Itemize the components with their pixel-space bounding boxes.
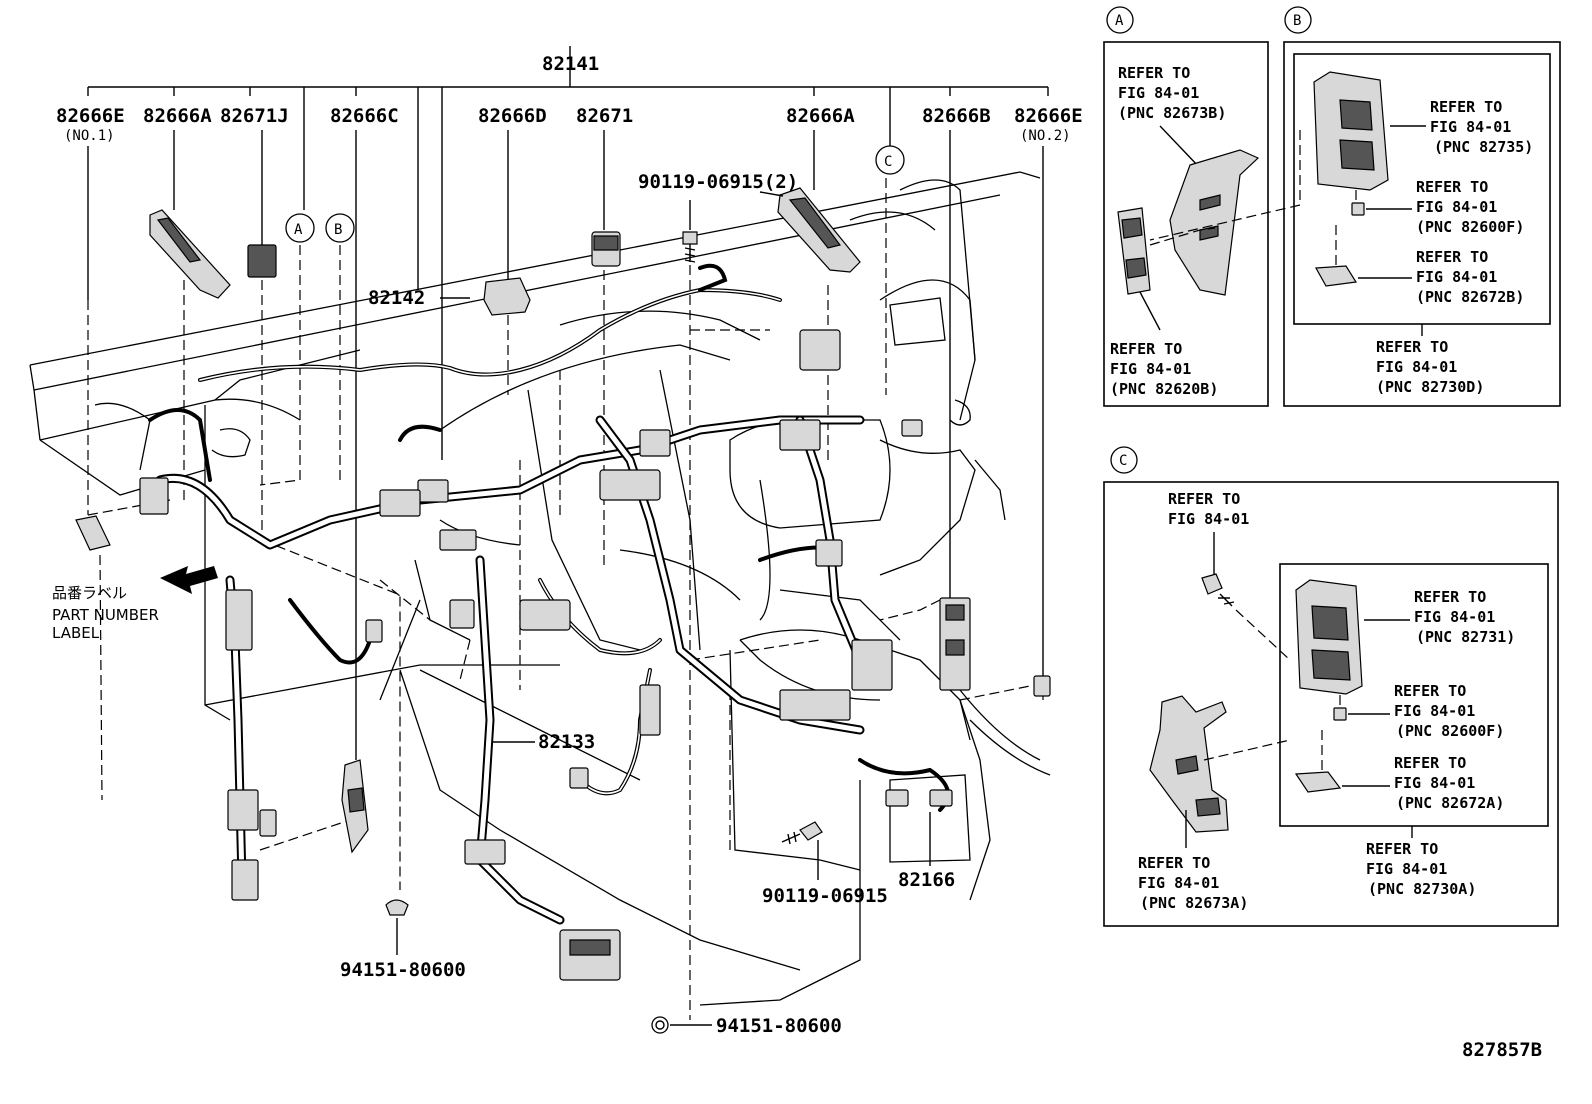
panel-c-ref4-l3: (PNC 82672A) [1396, 794, 1504, 812]
panel-b-cover [1315, 265, 1358, 287]
panel-c-ref2-l1: REFER TO [1414, 588, 1486, 606]
clip-bottom-icon [651, 1016, 669, 1034]
panel-c-ref6-l2: FIG 84-01 [1138, 874, 1219, 892]
label-82671J: 82671J [220, 105, 289, 127]
panel-c-ref4-l2: FIG 84-01 [1394, 774, 1475, 792]
label-82666A-right: 82666A [786, 105, 855, 127]
arrow-icon [160, 566, 218, 594]
label-82166: 82166 [898, 869, 955, 891]
label-82666B: 82666B [922, 105, 991, 127]
panel-c: C REFER TO FIG 84-01 REFER TO FIG 84-01 … [1103, 446, 1559, 927]
panel-b-ref1-l3: (PNC 82735) [1434, 138, 1533, 156]
panel-c-ref6-l1: REFER TO [1138, 854, 1210, 872]
bolt-bottom-icon [799, 821, 823, 841]
part-82666D [483, 277, 531, 316]
label-en-1: PART NUMBER [52, 606, 159, 624]
panel-c-ref2-l3: (PNC 82731) [1416, 628, 1515, 646]
top-labels: 82666E (NO.1) 82666A 82671J 82666C 82666… [56, 105, 1083, 144]
panel-a-tag-circle [1106, 6, 1134, 34]
label-82133: 82133 [538, 731, 595, 753]
panel-a-ref1-l2: FIG 84-01 [1118, 84, 1199, 102]
panel-a: A REFER TO FIG 84-01 (PNC 82673B) REFER … [1103, 6, 1269, 407]
label-82666C: 82666C [330, 105, 399, 127]
panel-b-ref3-l1: REFER TO [1416, 248, 1488, 266]
label-82666E-no1: 82666E [56, 105, 125, 127]
panel-b: B REFER TO FIG 84-01 (PNC 82735) REFER T… [1149, 6, 1561, 407]
panel-a-tag: A [1115, 13, 1124, 29]
part-82671J [247, 244, 277, 278]
part-82666E-no1 [75, 515, 111, 551]
panel-c-ref3-l3: (PNC 82600F) [1396, 722, 1504, 740]
panel-b-ref1-l1: REFER TO [1430, 98, 1502, 116]
panel-b-ref2-l3: (PNC 82600F) [1416, 218, 1524, 236]
panel-c-ref5-l2: FIG 84-01 [1366, 860, 1447, 878]
panel-c-ref6-l3: (PNC 82673A) [1140, 894, 1248, 912]
label-bolt-bottom: 90119-06915 [762, 885, 888, 907]
callout-b [325, 213, 355, 243]
panel-b-fuse [1351, 202, 1365, 216]
panel-b-ref4-l2: FIG 84-01 [1376, 358, 1457, 376]
panel-a-ref2-l1: REFER TO [1110, 340, 1182, 358]
panel-b-module [1313, 71, 1389, 191]
panel-c-tag-circle [1110, 446, 1138, 474]
panel-b-ref2-l1: REFER TO [1416, 178, 1488, 196]
callout-b-text: B [334, 222, 342, 238]
connector-parts [75, 187, 1051, 981]
panel-c-ref5-l3: (PNC 82730A) [1368, 880, 1476, 898]
clip-left-icon [385, 899, 409, 916]
callout-c [875, 145, 905, 175]
callout-a [285, 213, 315, 243]
label-82666A-left: 82666A [143, 105, 212, 127]
callout-c-text: C [884, 154, 892, 170]
label-82671: 82671 [576, 105, 633, 127]
panel-a-bracket [1169, 149, 1260, 296]
panel-a-ref2-l2: FIG 84-01 [1110, 360, 1191, 378]
panel-c-ref4-l1: REFER TO [1394, 754, 1466, 772]
panel-a-ref1-l3: (PNC 82673B) [1118, 104, 1226, 122]
panel-c-ref5-l1: REFER TO [1366, 840, 1438, 858]
callouts: A B C [285, 145, 905, 243]
panel-b-ref3-l3: (PNC 82672B) [1416, 288, 1524, 306]
panel-b-tag: B [1293, 13, 1301, 29]
mid-labels: 90119-06915(2) 82142 82133 90119-06915 8… [340, 171, 1542, 1061]
bracket-82141: 82141 [87, 46, 1049, 460]
label-82666E-no1-sub: (NO.1) [64, 128, 115, 144]
dashed-guides [87, 250, 1044, 1020]
panel-b-ref2-l2: FIG 84-01 [1416, 198, 1497, 216]
label-jp: 品番ラベル [52, 584, 127, 602]
panel-a-ref1-l1: REFER TO [1118, 64, 1190, 82]
leader-lines [87, 130, 1044, 760]
panel-c-ref1-l2: FIG 84-01 [1168, 510, 1249, 528]
panel-c-fuse [1333, 707, 1347, 721]
panel-b-ref4-l1: REFER TO [1376, 338, 1448, 356]
panel-a-ref2-l3: (PNC 82620B) [1110, 380, 1218, 398]
panel-b-tag-circle [1284, 6, 1312, 34]
part-number-label-annotation: 品番ラベル PART NUMBER LABEL [52, 566, 218, 642]
panel-b-ref1-l2: FIG 84-01 [1430, 118, 1511, 136]
label-clip-left: 94151-80600 [340, 959, 466, 981]
label-82142: 82142 [368, 287, 425, 309]
panel-c-ref1-l1: REFER TO [1168, 490, 1240, 508]
label-82666D: 82666D [478, 105, 547, 127]
panel-c-ref2-l2: FIG 84-01 [1414, 608, 1495, 626]
fasteners [385, 191, 823, 1034]
panel-c-bolt-icon [1201, 573, 1223, 595]
bolt-top-icon [682, 231, 698, 245]
label-clip-bottom: 94151-80600 [716, 1015, 842, 1037]
panel-c-ref3-l2: FIG 84-01 [1394, 702, 1475, 720]
label-82666E-no2-sub: (NO.2) [1020, 128, 1071, 144]
panel-b-ref3-l2: FIG 84-01 [1416, 268, 1497, 286]
panel-c-cover [1294, 771, 1342, 793]
label-en-2: LABEL [52, 624, 100, 642]
panel-c-tag: C [1119, 453, 1127, 469]
label-82666E-no2: 82666E [1014, 105, 1083, 127]
diagram-code: 827857B [1462, 1039, 1542, 1061]
panel-c-ref3-l1: REFER TO [1394, 682, 1466, 700]
part-82666E-no2 [1033, 675, 1051, 697]
callout-a-text: A [294, 222, 303, 238]
panel-b-ref4-l3: (PNC 82730D) [1376, 378, 1484, 396]
label-bolt-top: 90119-06915(2) [638, 171, 798, 193]
